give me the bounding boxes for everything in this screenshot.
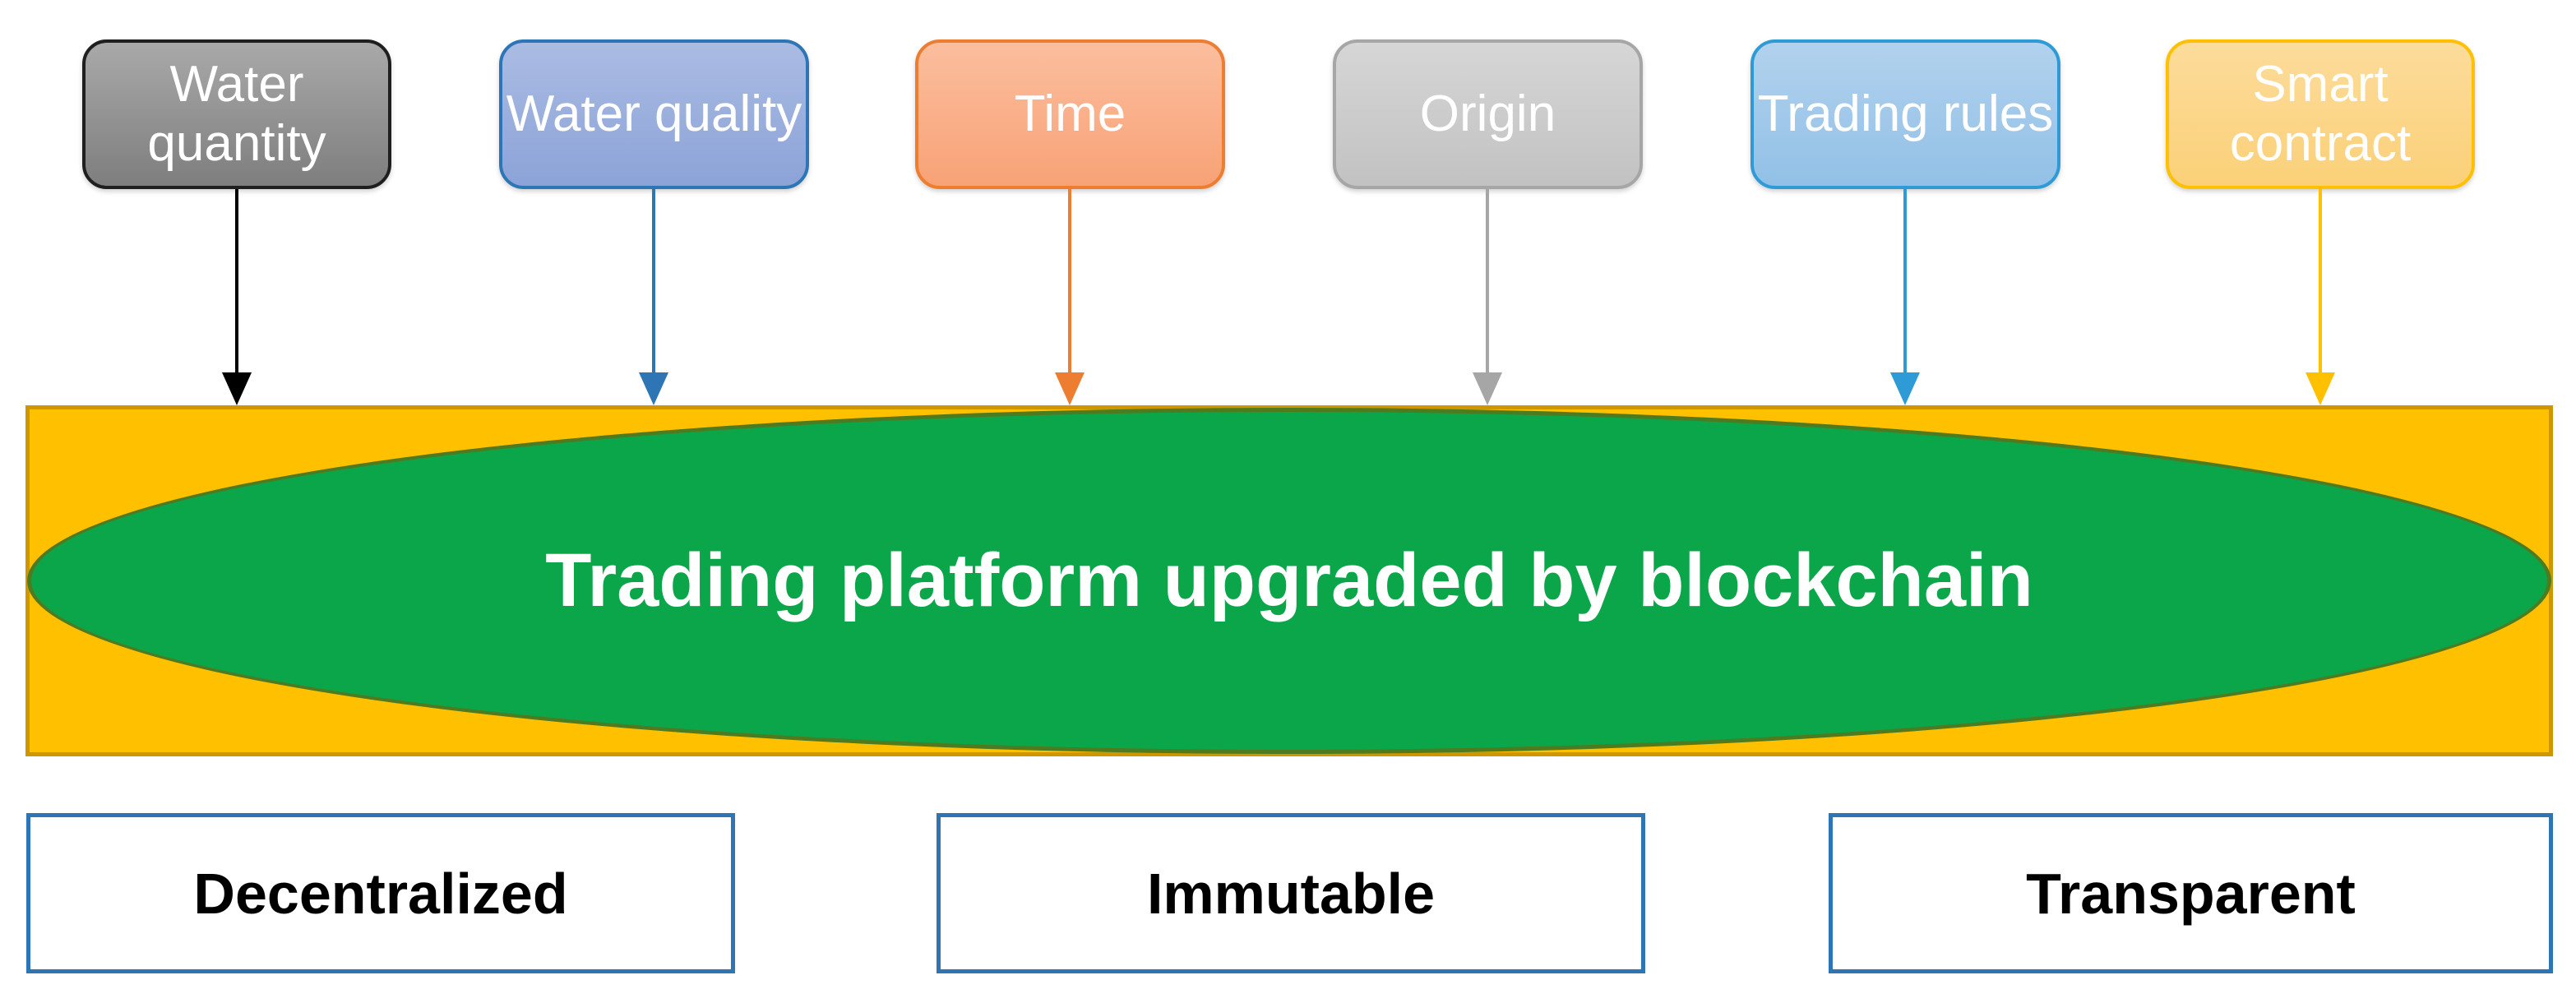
platform-ellipse: Trading platform upgraded by blockchain [27, 408, 2551, 754]
down-arrow-trading-rules [1890, 189, 1920, 405]
source-box-trading-rules: Trading rules [1750, 39, 2060, 189]
source-box-label: Smart contract [2229, 56, 2412, 172]
down-arrow-water-quality [639, 189, 668, 405]
property-label: Immutable [1146, 861, 1436, 926]
source-box-label: Water quantity [147, 56, 326, 172]
source-box-origin: Origin [1333, 39, 1643, 189]
source-box-smart-contract: Smart contract [2166, 39, 2475, 189]
down-arrow-smart-contract [2305, 189, 2335, 405]
source-box-label: Origin [1419, 86, 1556, 143]
source-box-label: Trading rules [1757, 86, 2054, 143]
source-box-time: Time [915, 39, 1225, 189]
down-arrow-origin [1473, 189, 1502, 405]
platform-title: Trading platform upgraded by blockchain [545, 538, 2033, 622]
arrow-head-icon [1055, 372, 1085, 405]
arrow-shaft [2319, 189, 2322, 374]
property-box-immutable: Immutable [937, 813, 1645, 973]
property-box-decentralized: Decentralized [26, 813, 735, 973]
arrow-head-icon [222, 372, 252, 405]
down-arrow-water-quantity [222, 189, 252, 405]
source-box-label: Water quality [506, 86, 802, 143]
property-label: Decentralized [193, 861, 568, 926]
property-box-transparent: Transparent [1829, 813, 2553, 973]
arrow-head-icon [639, 372, 668, 405]
arrow-shaft [235, 189, 238, 374]
arrow-shaft [1068, 189, 1071, 374]
arrow-head-icon [1890, 372, 1920, 405]
property-label: Transparent [2026, 861, 2356, 926]
source-box-water-quality: Water quality [499, 39, 809, 189]
source-box-water-quantity: Water quantity [82, 39, 391, 189]
down-arrow-time [1055, 189, 1085, 405]
arrow-shaft [1486, 189, 1489, 374]
arrow-head-icon [2305, 372, 2335, 405]
source-box-label: Time [1014, 86, 1126, 143]
arrow-head-icon [1473, 372, 1502, 405]
arrow-shaft [1903, 189, 1907, 374]
arrow-shaft [652, 189, 655, 374]
